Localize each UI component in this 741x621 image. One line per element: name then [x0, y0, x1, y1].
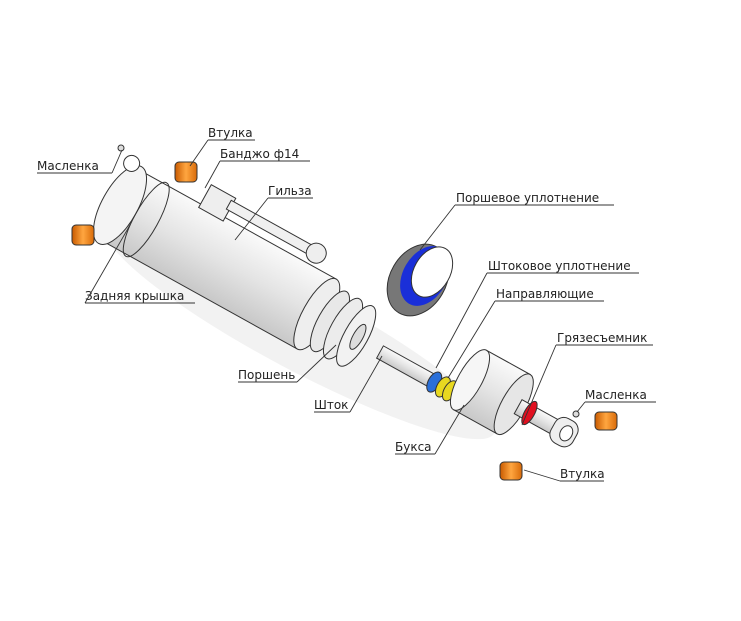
label-rod: Шток	[314, 398, 348, 412]
barrel	[92, 154, 377, 367]
label-piston-seal: Поршевое уплотнение	[456, 191, 599, 205]
callout-bushing-top: Втулка	[189, 126, 255, 167]
label-guides: Направляющие	[496, 287, 594, 301]
bushing-right	[594, 411, 618, 431]
label-piston: Поршень	[238, 368, 295, 382]
callout-piston: Поршень	[238, 344, 337, 383]
oiler-left	[117, 144, 125, 152]
label-oiler-left: Масленка	[37, 159, 99, 173]
callout-wiper: Грязесъемник	[521, 331, 653, 426]
bushing-bottom	[499, 461, 523, 481]
label-rod-seal: Штоковое уплотнение	[488, 259, 631, 273]
label-wiper: Грязесъемник	[557, 331, 647, 345]
callout-oiler-left: Масленка	[37, 149, 123, 174]
bushing-top	[174, 161, 198, 183]
callout-guides: Направляющие	[447, 287, 604, 379]
label-gland: Букса	[395, 440, 432, 454]
callout-bushing-bottom: Втулка	[523, 467, 605, 482]
callout-rod-seal: Штоковое уплотнение	[435, 259, 639, 369]
label-bushing-top: Втулка	[208, 126, 253, 140]
piston-seal	[386, 243, 454, 317]
bushing-left	[71, 224, 95, 246]
label-bushing-bottom: Втулка	[560, 467, 605, 481]
callout-rear-cover: Задняя крышка	[84, 224, 195, 304]
callout-banjo: Банджо ф14	[204, 147, 310, 189]
label-rear-cover: Задняя крышка	[85, 289, 184, 303]
label-banjo: Банджо ф14	[220, 147, 299, 161]
callout-barrel: Гильза	[234, 184, 313, 241]
callout-oiler-right: Масленка	[576, 388, 656, 413]
eye	[123, 154, 141, 172]
gland	[449, 349, 579, 448]
label-oiler-right: Масленка	[585, 388, 647, 402]
label-barrel: Гильза	[268, 184, 312, 198]
callout-rod: Шток	[314, 355, 383, 413]
callout-piston-seal: Поршевое уплотнение	[419, 191, 614, 251]
oiler-right	[572, 410, 580, 418]
wiper	[521, 400, 538, 426]
callout-gland: Букса	[395, 404, 465, 455]
